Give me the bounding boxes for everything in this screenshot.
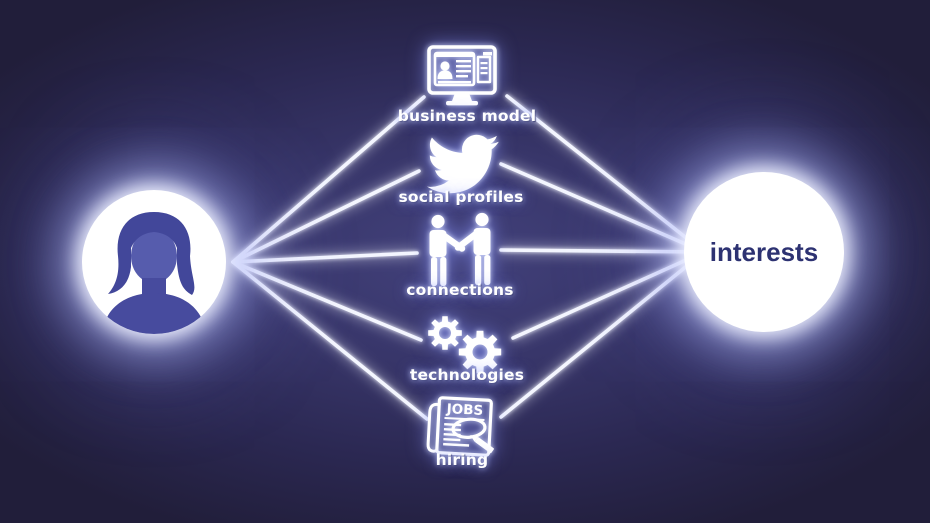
label-hiring: hiring: [435, 451, 489, 469]
label-connections: connections: [406, 281, 514, 299]
label-technologies: technologies: [409, 366, 525, 384]
connection-line: [231, 95, 426, 264]
node-technologies: [418, 312, 514, 380]
connection-line: [505, 94, 706, 254]
gears-icon: [428, 316, 502, 374]
interests-node: interests: [684, 172, 844, 332]
jobs-newspaper-icon: JOBS: [426, 396, 494, 457]
node-hiring: JOBS: [424, 394, 504, 466]
connection-line: [231, 169, 421, 264]
connection-line: [231, 251, 419, 264]
node-business-model: [425, 44, 509, 114]
connection-line: [499, 250, 706, 419]
connection-line: [499, 162, 706, 254]
node-social-profiles: [421, 134, 505, 198]
interests-label: interests: [709, 236, 819, 267]
node-connections: [412, 210, 508, 294]
label-business-model: business model: [397, 107, 537, 125]
connection-line: [231, 260, 429, 421]
jobs-badge: JOBS: [445, 401, 483, 419]
label-social-profiles: social profiles: [398, 188, 524, 206]
person-node: [82, 190, 226, 334]
woman-avatar-icon: [102, 212, 206, 334]
handshake-people-icon: [429, 212, 491, 286]
connection-line: [511, 250, 706, 340]
profile-website-monitor-icon: [427, 45, 497, 106]
connection-line: [499, 248, 706, 254]
twitter-bird-icon: [427, 134, 499, 194]
connection-line: [231, 260, 423, 342]
